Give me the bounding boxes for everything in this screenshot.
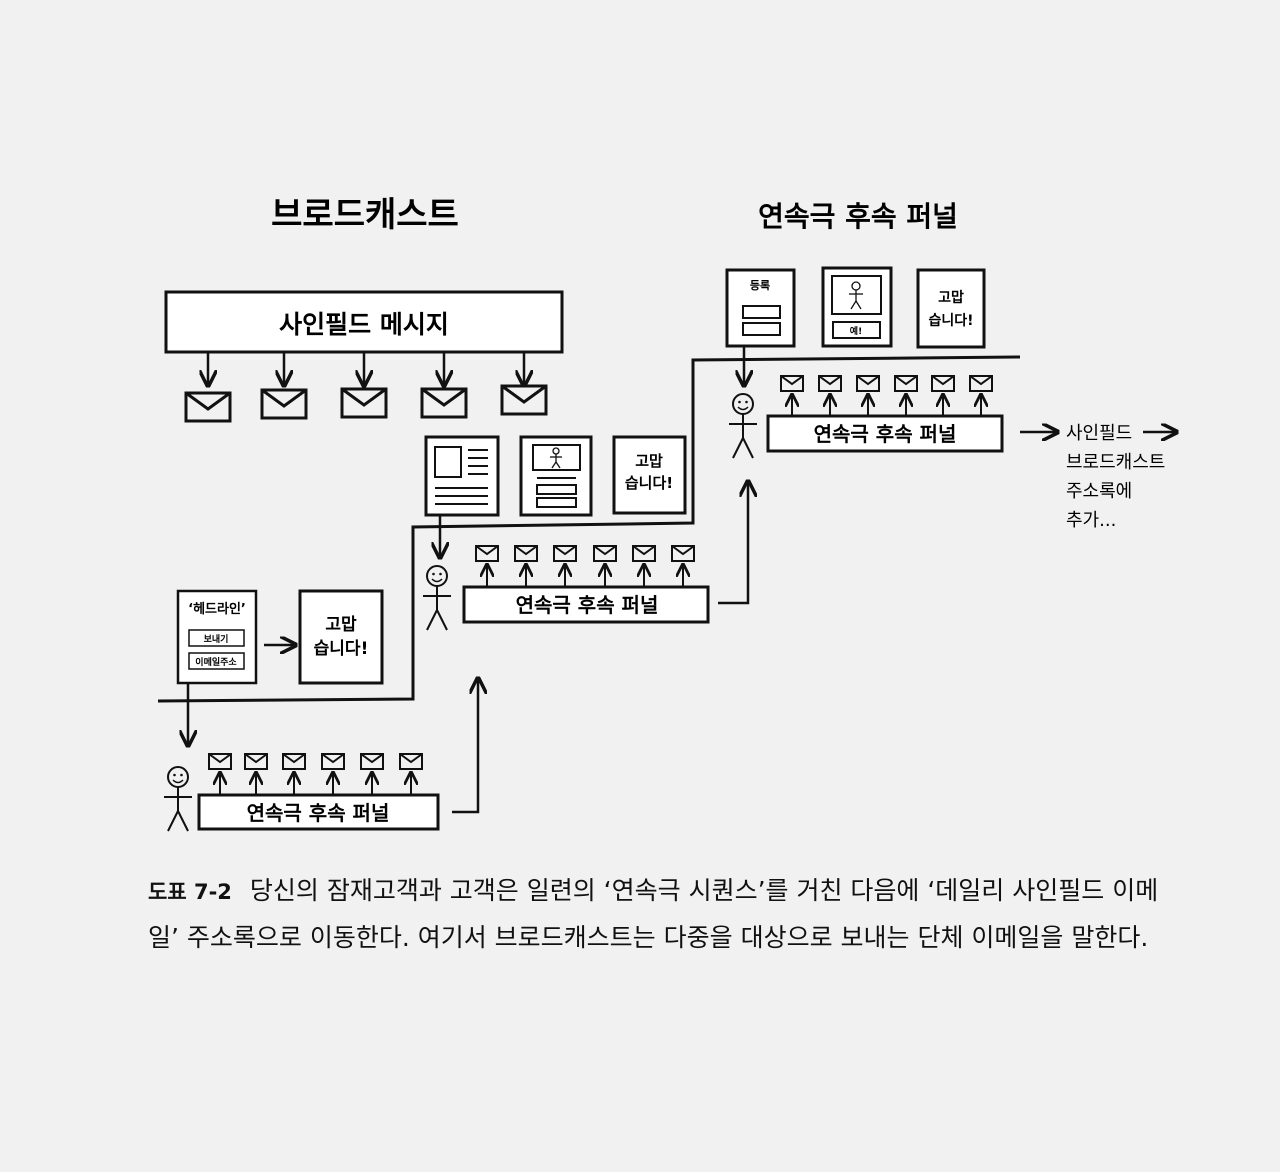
send-button-label: 보내기 [204,633,229,645]
person-icon [422,565,452,631]
person-icon [163,766,193,832]
funnel-3-label: 연속극 후속 퍼널 [814,422,957,446]
broadcast-arrows [208,352,524,384]
envelope-icon [420,387,468,419]
article-page [424,435,500,517]
thanks-3-line2: 습니다! [928,313,973,329]
seinfeld-message-label: 사인필드 메시지 [279,310,449,339]
funnel-1-label: 연속극 후속 퍼널 [247,801,390,825]
envelope-icon [184,391,232,423]
thanks-2-line1: 고맙 [635,452,663,470]
video-yes-page: 예! [821,266,893,348]
envelope-icon [340,387,388,419]
next-step-line4: 추가... [1066,510,1116,531]
thanks-page-1: 고맙 습니다! [298,589,384,685]
register-label: 등록 [750,279,770,292]
next-step-line3: 주소록에 [1066,481,1132,502]
email-button-label: 이메일주소 [195,656,237,668]
funnel-2-envelopes [475,545,695,562]
funnel-1-arrows [220,774,411,795]
funnel-3-envelopes [780,375,993,392]
envelope-icon [500,384,548,416]
funnel-1-envelopes [208,753,423,770]
thanks-page-2: 고맙 습니다! [612,435,687,515]
seinfeld-message-banner: 사인필드 메시지 [164,290,564,354]
funnel-1-box: 연속극 후속 퍼널 [197,793,440,831]
funnel-3-box: 연속극 후속 퍼널 [766,414,1004,453]
video-page [519,435,593,517]
thanks-line2: 습니다! [314,639,369,659]
figure-label: 도표 7-2 [148,880,232,904]
headline-page: ‘헤드라인’ 보내기 이메일주소 [176,589,258,685]
funnel-2-box: 연속극 후속 퍼널 [462,585,710,624]
funnel-2-arrows [487,566,683,587]
caption-text: 당신의 잠재고객과 고객은 일련의 ‘연속극 시퀀스’를 거친 다음에 ‘데일리… [148,876,1159,952]
series-funnel-title: 연속극 후속 퍼널 [758,200,958,233]
broadcast-title: 브로드캐스트 [271,195,459,235]
thanks-2-line2: 습니다! [625,474,673,492]
envelope-icon [260,388,308,420]
thanks-page-3: 고맙 습니다! [916,268,986,349]
thanks-3-line1: 고맙 [938,289,964,306]
person-icon [728,393,758,459]
next-step-line2: 브로드캐스트 [1066,452,1165,473]
funnel-2-exit-arrow [718,483,748,605]
register-page: 등록 [725,268,796,348]
funnel-2-label: 연속극 후속 퍼널 [516,593,659,617]
funnel-1-exit-arrow [452,680,478,814]
headline-label: ‘헤드라인’ [188,601,246,617]
funnel-3-arrows [792,396,981,416]
thanks-line1: 고맙 [325,615,357,635]
yes-button-label: 예! [850,325,862,337]
staircase-line [157,355,1021,703]
next-step-line1: 사인필드 [1066,423,1132,444]
broadcast-envelopes [184,384,548,423]
